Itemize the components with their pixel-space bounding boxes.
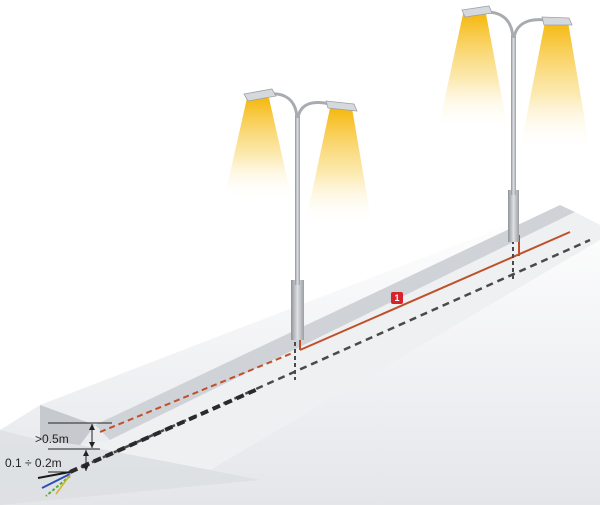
street-lamp-right <box>438 5 590 242</box>
cable-marker-badge: 1 <box>391 292 403 304</box>
black-cable-near <box>69 386 261 474</box>
depth-dimensions <box>48 422 112 473</box>
light-cone-left-b <box>305 108 372 225</box>
light-cone-right-b <box>520 22 590 150</box>
lamp-head-right-a <box>461 5 493 18</box>
pole-left <box>295 115 300 285</box>
street-lamp-left <box>224 88 372 340</box>
light-cone-left-a <box>224 98 292 200</box>
pole-base-left <box>291 280 304 340</box>
depth-label-lower: 0.1 ÷ 0.2m <box>5 456 62 470</box>
pole-right <box>511 35 516 195</box>
cable-ends <box>37 471 71 497</box>
lamp-head-left-b <box>325 100 358 112</box>
lamp-head-left-a <box>243 88 277 102</box>
cable-route <box>69 231 591 474</box>
light-cone-right-a <box>438 14 508 130</box>
red-cable-underground <box>99 351 296 433</box>
lamp-head-right-b <box>541 16 573 26</box>
red-cable-surface <box>299 231 571 351</box>
depth-label-upper: >0.5m <box>35 432 69 446</box>
black-cable-duct <box>69 238 591 474</box>
pole-base-right <box>508 190 519 242</box>
